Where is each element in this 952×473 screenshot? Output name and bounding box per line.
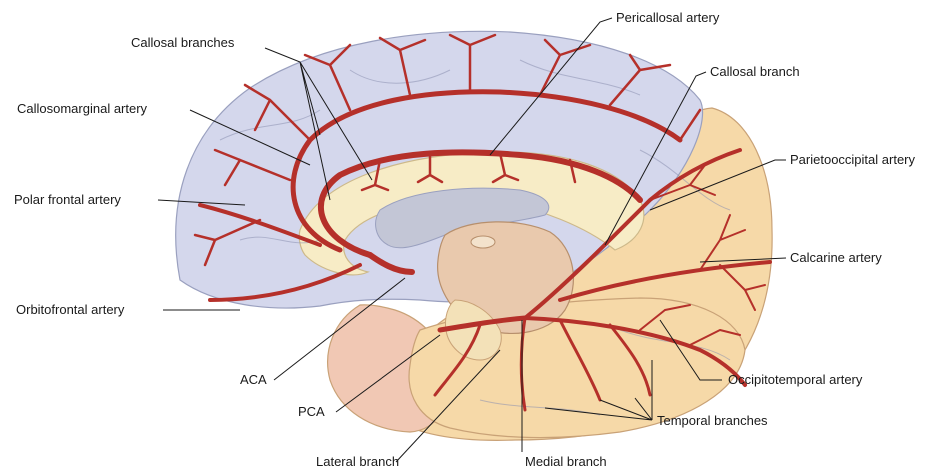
label-temporal-branches: Temporal branches — [657, 413, 768, 428]
label-medial-branch: Medial branch — [525, 454, 607, 469]
label-parietooccipital-artery: Parietooccipital artery — [790, 152, 915, 167]
label-callosal-branches: Callosal branches — [131, 35, 235, 50]
label-pca: PCA — [298, 404, 325, 419]
label-occipitotemporal-artery: Occipitotemporal artery — [728, 372, 863, 387]
label-callosomarginal-artery: Callosomarginal artery — [17, 101, 148, 116]
label-calcarine-artery: Calcarine artery — [790, 250, 882, 265]
label-callosal-branch: Callosal branch — [710, 64, 800, 79]
label-pericallosal-artery: Pericallosal artery — [616, 10, 720, 25]
label-orbitofrontal-artery: Orbitofrontal artery — [16, 302, 125, 317]
label-lateral-branch: Lateral branch — [316, 454, 399, 469]
label-polar-frontal-artery: Polar frontal artery — [14, 192, 121, 207]
interthalamic-adhesion — [471, 236, 495, 248]
label-aca: ACA — [240, 372, 267, 387]
